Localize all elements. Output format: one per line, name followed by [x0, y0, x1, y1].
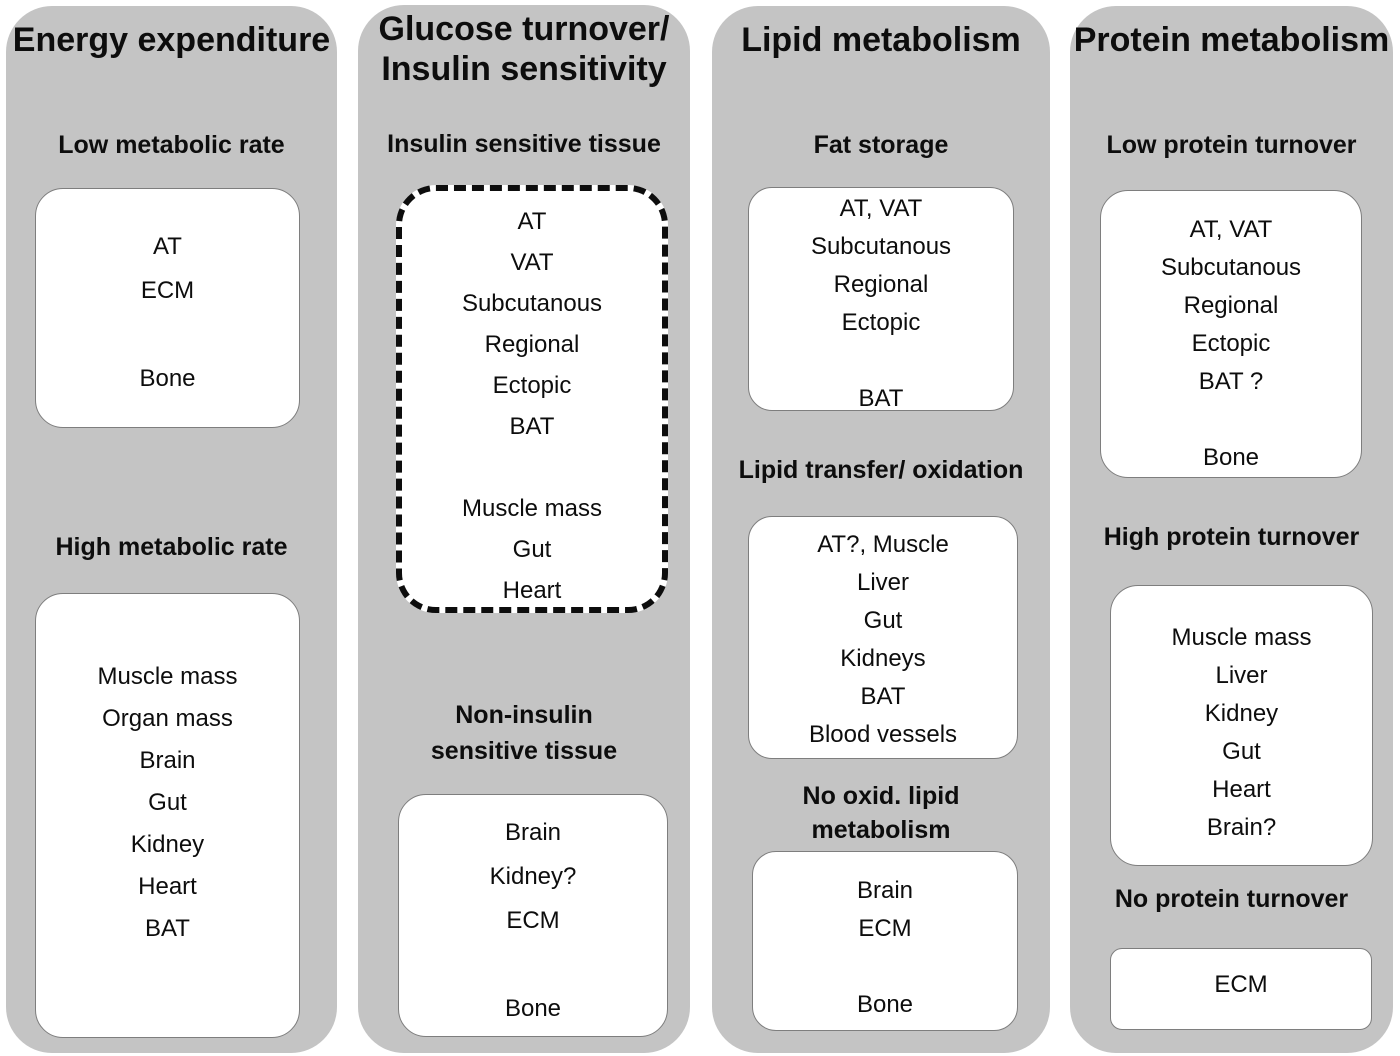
- tissue-box-no-oxid-lipid: Brain ECM Bone: [752, 851, 1018, 1031]
- tissue-item: ECM: [506, 907, 560, 934]
- column-title: Glucose turnover/ Insulin sensitivity: [378, 10, 670, 88]
- tissue-item: Bone: [1202, 444, 1260, 471]
- column-protein-metabolism: Protein metabolism Low protein turnover …: [1070, 6, 1393, 1053]
- tissue-item: Bone: [139, 365, 196, 392]
- tissue-item: BAT: [858, 385, 904, 412]
- tissue-item: Gut: [512, 536, 552, 563]
- tissue-item: Gut: [148, 789, 187, 816]
- tissue-item: Kidney?: [489, 863, 577, 890]
- tissue-item-spacer: [399, 943, 667, 987]
- tissue-item: Subcutanous: [1160, 254, 1302, 281]
- section-heading-non-insulin-sensitive: Non-insulin sensitive tissue: [430, 701, 618, 765]
- section-heading-lipid-transfer: Lipid transfer/ oxidation: [738, 456, 1024, 484]
- tissue-item: Bone: [504, 995, 562, 1022]
- tissue-item: BAT: [145, 915, 190, 942]
- tissue-item: Bone: [856, 991, 914, 1018]
- tissue-item: AT, VAT: [1189, 216, 1273, 243]
- tissue-item: Regional: [1183, 292, 1279, 319]
- tissue-item-spacer: [36, 313, 299, 357]
- tissue-item-spacer: [749, 342, 1013, 380]
- section-heading-insulin-sensitive: Insulin sensitive tissue: [387, 130, 661, 158]
- tissue-item: AT?, Muscle: [817, 531, 949, 558]
- tissue-item: Ectopic: [1191, 330, 1271, 357]
- tissue-item: BAT: [509, 413, 555, 440]
- tissue-item: Brain?: [1206, 814, 1277, 841]
- tissue-item-spacer: [1101, 401, 1361, 439]
- tissue-item: Gut: [1222, 738, 1261, 765]
- tissue-item: Regional: [833, 271, 929, 298]
- tissue-box-lipid-transfer: AT?, Muscle Liver Gut Kidneys BAT Blood …: [748, 516, 1018, 759]
- tissue-item: Ectopic: [492, 372, 572, 399]
- tissue-box-no-protein-turnover: ECM: [1110, 948, 1372, 1030]
- tissue-item: Liver: [856, 569, 910, 596]
- tissue-item-spacer: [753, 948, 1017, 986]
- tissue-box-low-protein-turnover: AT, VAT Subcutanous Regional Ectopic BAT…: [1100, 190, 1362, 478]
- column-lipid-metabolism: Lipid metabolism Fat storage AT, VAT Sub…: [712, 6, 1050, 1053]
- tissue-box-insulin-sensitive: AT VAT Subcutanous Regional Ectopic BAT …: [396, 185, 668, 613]
- tissue-item: Liver: [1215, 662, 1268, 689]
- tissue-item: Regional: [484, 331, 580, 358]
- column-energy-expenditure: Energy expenditure Low metabolic rate AT…: [6, 6, 337, 1053]
- column-title: Protein metabolism: [1073, 21, 1390, 59]
- tissue-item: Heart: [502, 577, 562, 604]
- column-title: Energy expenditure: [12, 21, 331, 59]
- section-heading-high-metabolic-rate: High metabolic rate: [55, 533, 288, 561]
- tissue-box-fat-storage: AT, VAT Subcutanous Regional Ectopic BAT: [748, 187, 1014, 412]
- tissue-box-low-metabolic-rate: AT ECM Bone: [35, 188, 300, 428]
- tissue-item: Muscle mass: [1171, 624, 1312, 651]
- section-heading-no-oxid-lipid: No oxid. lipid metabolism: [802, 782, 960, 844]
- tissue-box-high-protein-turnover: Muscle mass Liver Kidney Gut Heart Brain…: [1110, 585, 1373, 866]
- tissue-item: Heart: [138, 873, 197, 900]
- tissue-item: Kidney: [130, 831, 205, 858]
- section-heading-high-protein-turnover: High protein turnover: [1103, 523, 1360, 551]
- tissue-item: Muscle mass: [461, 495, 603, 522]
- column-glucose-insulin: Glucose turnover/ Insulin sensitivity In…: [358, 5, 690, 1053]
- tissue-item: AT: [153, 233, 182, 260]
- tissue-box-high-metabolic-rate: Muscle mass Organ mass Brain Gut Kidney …: [35, 593, 300, 1038]
- section-heading-no-protein-turnover: No protein turnover: [1114, 885, 1349, 913]
- tissue-item: Blood vessels: [808, 721, 958, 748]
- tissue-item: BAT ?: [1198, 368, 1264, 395]
- tissue-item: Kidney: [1204, 700, 1279, 727]
- tissue-item: Subcutanous: [461, 290, 603, 317]
- tissue-box-non-insulin-sensitive: Brain Kidney? ECM Bone: [398, 794, 668, 1037]
- section-heading-fat-storage: Fat storage: [813, 131, 949, 159]
- tissue-item: BAT: [860, 683, 906, 710]
- tissue-item: Brain: [856, 877, 914, 904]
- tissue-item: Gut: [863, 607, 903, 634]
- tissue-item: ECM: [1214, 971, 1268, 998]
- tissue-item: AT: [517, 208, 547, 235]
- tissue-item: VAT: [510, 249, 554, 276]
- section-heading-low-protein-turnover: Low protein turnover: [1106, 131, 1357, 159]
- tissue-item: Muscle mass: [97, 663, 238, 690]
- column-title: Lipid metabolism: [741, 21, 1021, 59]
- tissue-item: Brain: [504, 819, 562, 846]
- section-heading-low-metabolic-rate: Low metabolic rate: [58, 131, 285, 159]
- tissue-item: Ectopic: [841, 309, 921, 336]
- tissue-item: Brain: [139, 747, 196, 774]
- tissue-item-spacer: [402, 447, 662, 488]
- tissue-item: Subcutanous: [810, 233, 952, 260]
- tissue-item: ECM: [858, 915, 912, 942]
- tissue-item: Organ mass: [102, 705, 233, 732]
- tissue-item: Heart: [1212, 776, 1271, 803]
- tissue-item: AT, VAT: [839, 195, 923, 222]
- tissue-item: Kidneys: [840, 645, 926, 672]
- tissue-item: ECM: [140, 277, 195, 304]
